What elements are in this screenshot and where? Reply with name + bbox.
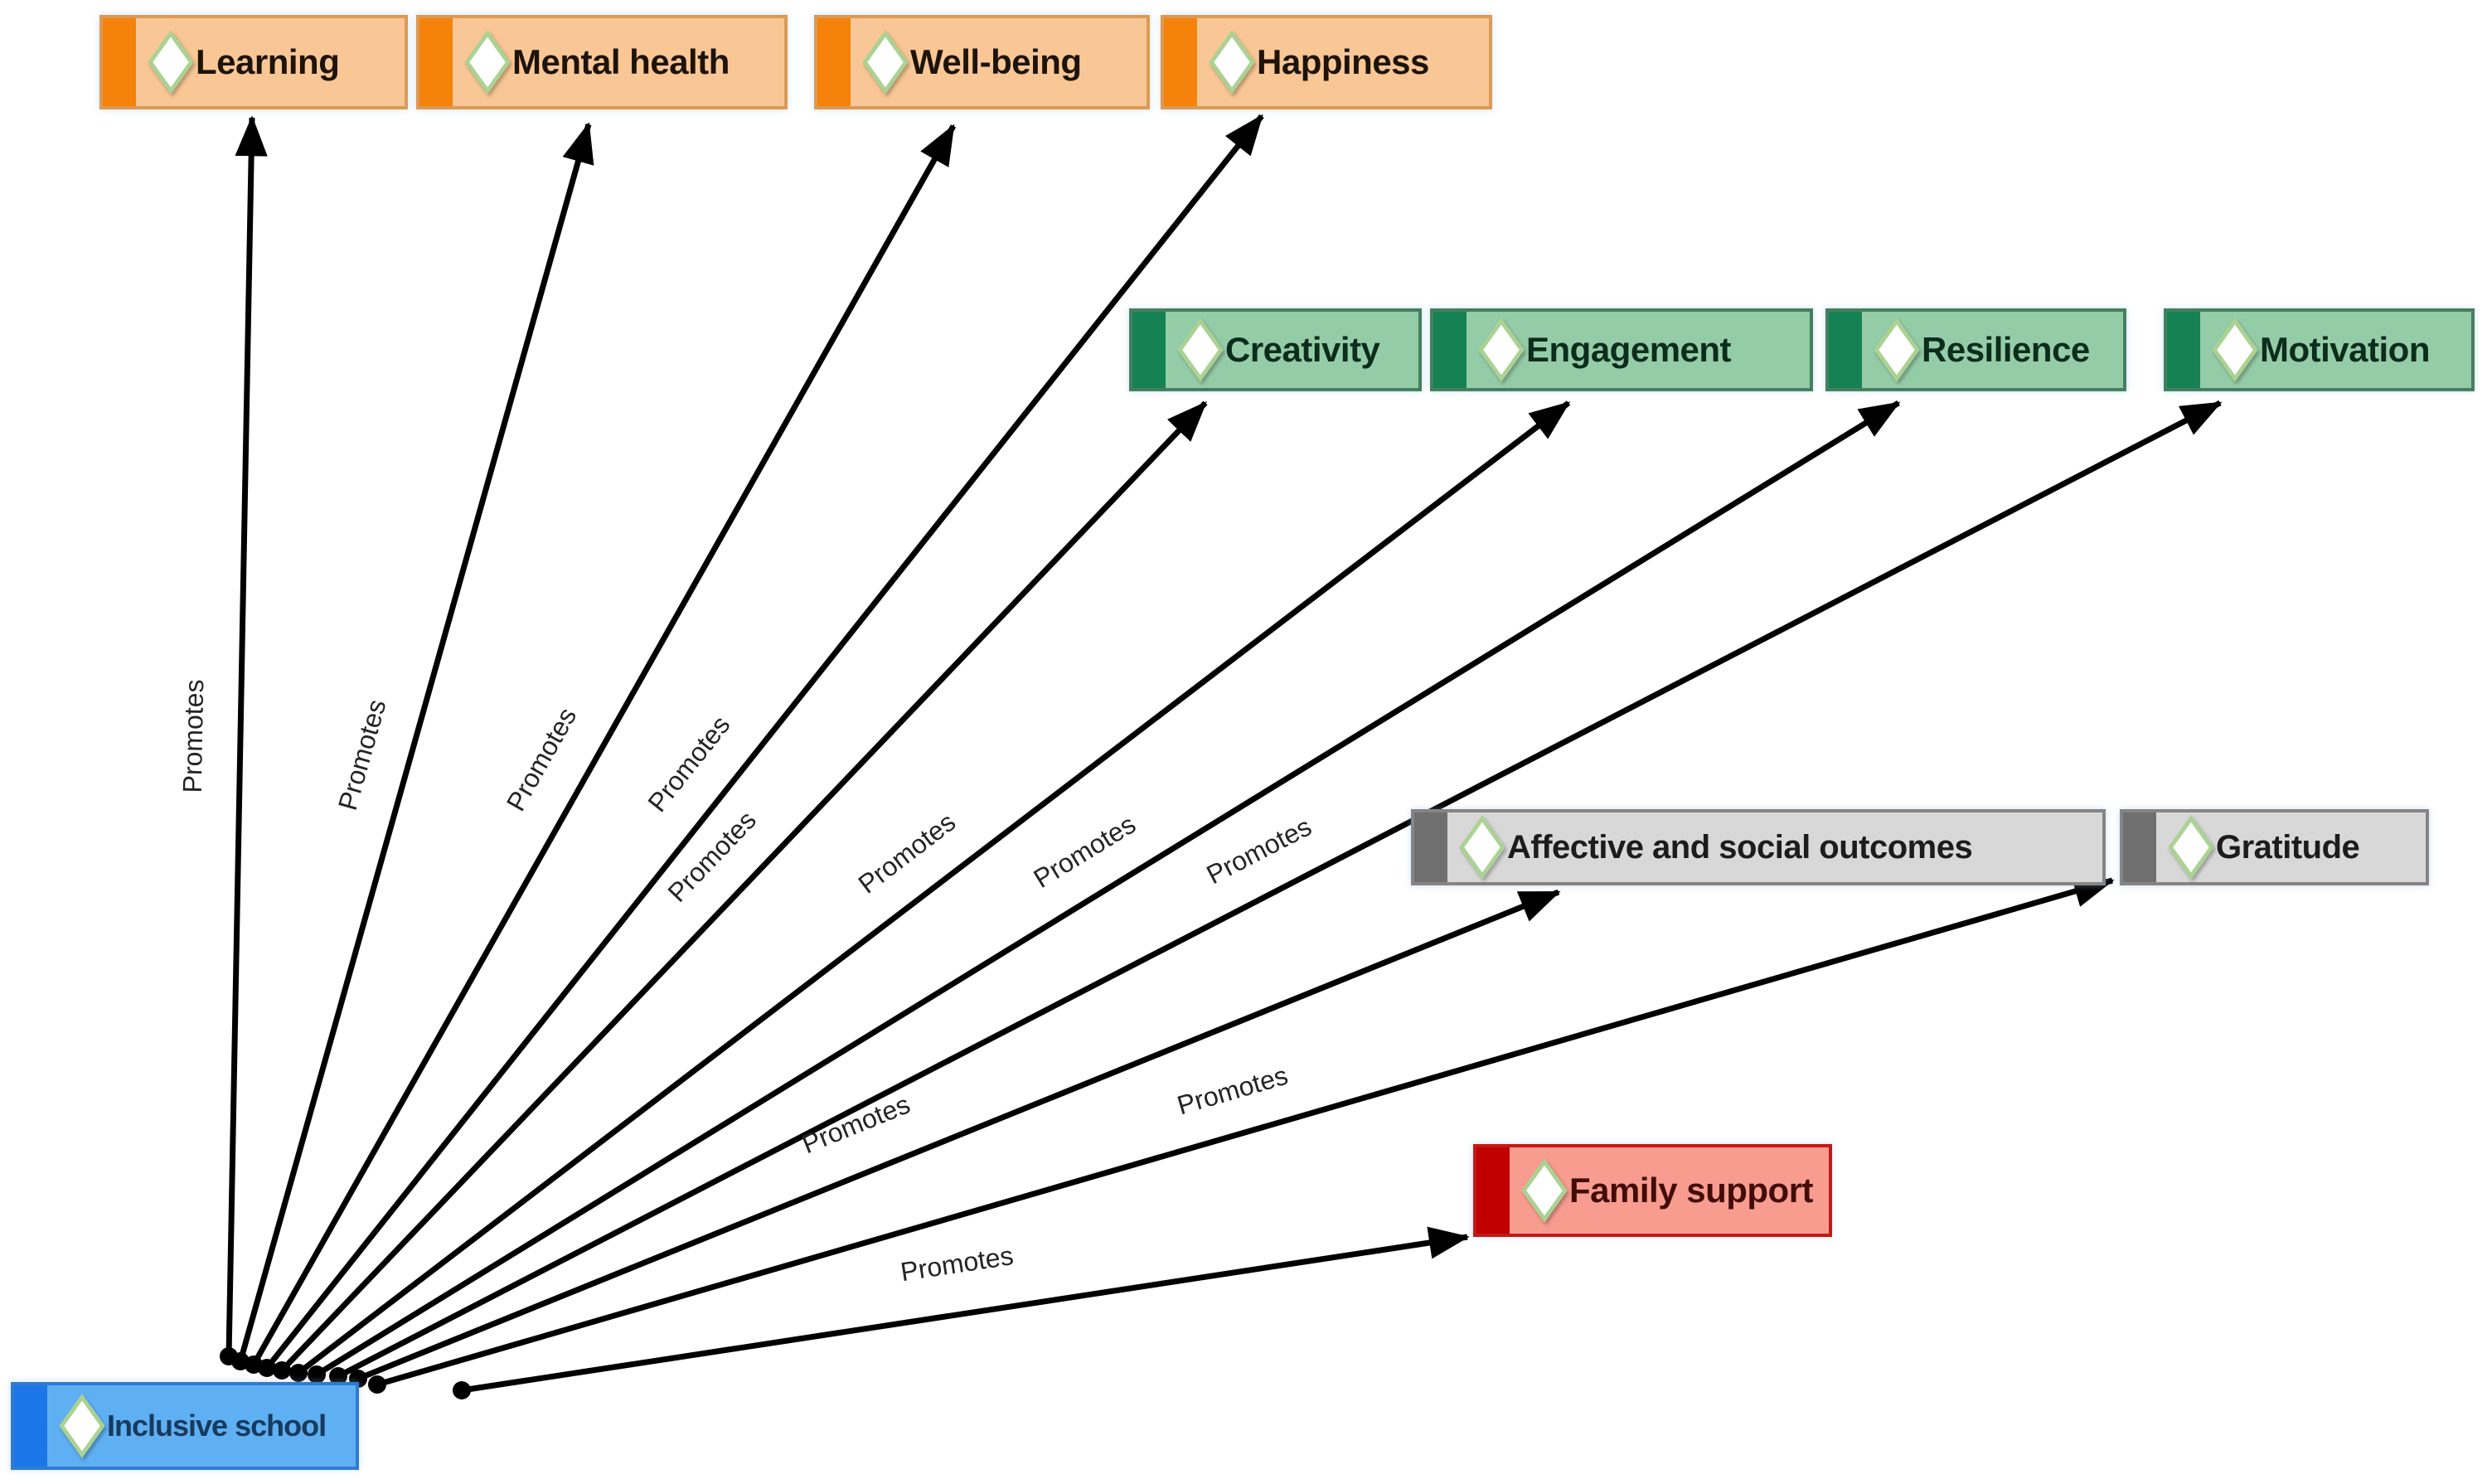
diamond-icon bbox=[2212, 318, 2258, 382]
diamond-icon bbox=[1478, 318, 1525, 382]
node-color-stripe bbox=[1829, 312, 1862, 388]
node-resilience[interactable]: Resilience bbox=[1825, 308, 2126, 391]
diamond-icon bbox=[59, 1394, 105, 1458]
node-creativity[interactable]: Creativity bbox=[1129, 308, 1422, 391]
node-label: Inclusive school bbox=[107, 1409, 327, 1443]
promotes-arrow bbox=[461, 1226, 1470, 1394]
node-label: Affective and social outcomes bbox=[1507, 828, 1973, 866]
arrow-origin-dot bbox=[453, 1381, 471, 1399]
node-label: Happiness bbox=[1257, 42, 1429, 81]
diamond-icon bbox=[464, 30, 511, 95]
promotes-arrow bbox=[279, 400, 1208, 1373]
node-label: Motivation bbox=[2260, 330, 2430, 369]
promotes-arrow bbox=[225, 115, 268, 1357]
node-family-support[interactable]: Family support bbox=[1473, 1144, 1832, 1237]
node-color-stripe bbox=[1132, 312, 1166, 388]
node-motivation[interactable]: Motivation bbox=[2164, 308, 2475, 391]
diamond-icon bbox=[1459, 815, 1505, 880]
node-color-stripe bbox=[1414, 812, 1447, 882]
node-mental-health[interactable]: Mental health bbox=[416, 15, 788, 109]
node-happiness[interactable]: Happiness bbox=[1161, 15, 1492, 109]
node-engagement[interactable]: Engagement bbox=[1430, 308, 1813, 391]
node-color-stripe bbox=[1433, 312, 1467, 388]
arrow-origin-dot bbox=[273, 1361, 291, 1380]
node-label: Resilience bbox=[1922, 330, 2090, 369]
node-label: Family support bbox=[1569, 1171, 1814, 1210]
diamond-icon bbox=[1177, 318, 1224, 382]
promotes-label: Promotes bbox=[852, 807, 961, 900]
arrow-origin-dot bbox=[329, 1367, 347, 1385]
node-color-stripe bbox=[2123, 812, 2156, 882]
promotes-label: Promotes bbox=[332, 696, 392, 814]
arrow-origin-dot bbox=[258, 1359, 276, 1377]
promotes-label: Promotes bbox=[797, 1089, 914, 1160]
diamond-icon bbox=[862, 30, 909, 95]
promotes-arrow bbox=[376, 875, 2115, 1388]
promotes-arrow bbox=[315, 400, 1901, 1377]
node-color-stripe bbox=[103, 18, 136, 106]
diamond-icon bbox=[2168, 815, 2214, 880]
node-learning[interactable]: Learning bbox=[99, 15, 408, 109]
promotes-arrow bbox=[237, 122, 594, 1362]
node-color-stripe bbox=[1164, 18, 1197, 106]
node-color-stripe bbox=[817, 18, 851, 106]
promotes-arrow bbox=[337, 400, 2223, 1380]
node-affective-and-social-outcomes[interactable]: Affective and social outcomes bbox=[1411, 809, 2106, 885]
node-label: Gratitude bbox=[2216, 828, 2360, 866]
promotes-label: Promotes bbox=[1174, 1060, 1292, 1121]
promotes-arrow bbox=[250, 124, 957, 1366]
arrow-origin-dot bbox=[368, 1375, 386, 1394]
node-well-being[interactable]: Well-being bbox=[814, 15, 1150, 109]
promotes-arrow bbox=[296, 400, 1571, 1375]
node-label: Engagement bbox=[1526, 330, 1732, 369]
arrow-origin-dot bbox=[308, 1365, 326, 1384]
node-color-stripe bbox=[2167, 312, 2200, 388]
diamond-icon bbox=[1209, 30, 1255, 95]
node-inclusive-school[interactable]: Inclusive school bbox=[11, 1382, 359, 1470]
node-color-stripe bbox=[14, 1385, 47, 1467]
promotes-label: Promotes bbox=[642, 710, 735, 817]
diamond-icon bbox=[148, 30, 194, 95]
diamond-icon bbox=[1874, 318, 1920, 382]
node-color-stripe bbox=[1476, 1147, 1510, 1234]
promotes-arrow bbox=[356, 889, 1561, 1382]
node-label: Creativity bbox=[1225, 330, 1380, 369]
promotes-label: Promotes bbox=[899, 1240, 1016, 1287]
promotes-label: Promotes bbox=[177, 679, 210, 793]
node-color-stripe bbox=[419, 18, 453, 106]
node-gratitude[interactable]: Gratitude bbox=[2120, 809, 2429, 885]
diamond-icon bbox=[1521, 1158, 1568, 1223]
arrow-origin-dot bbox=[289, 1364, 308, 1382]
node-label: Learning bbox=[196, 42, 340, 81]
promotes-arrow bbox=[264, 114, 1264, 1370]
node-label: Well-being bbox=[910, 42, 1082, 81]
node-label: Mental health bbox=[512, 42, 730, 81]
